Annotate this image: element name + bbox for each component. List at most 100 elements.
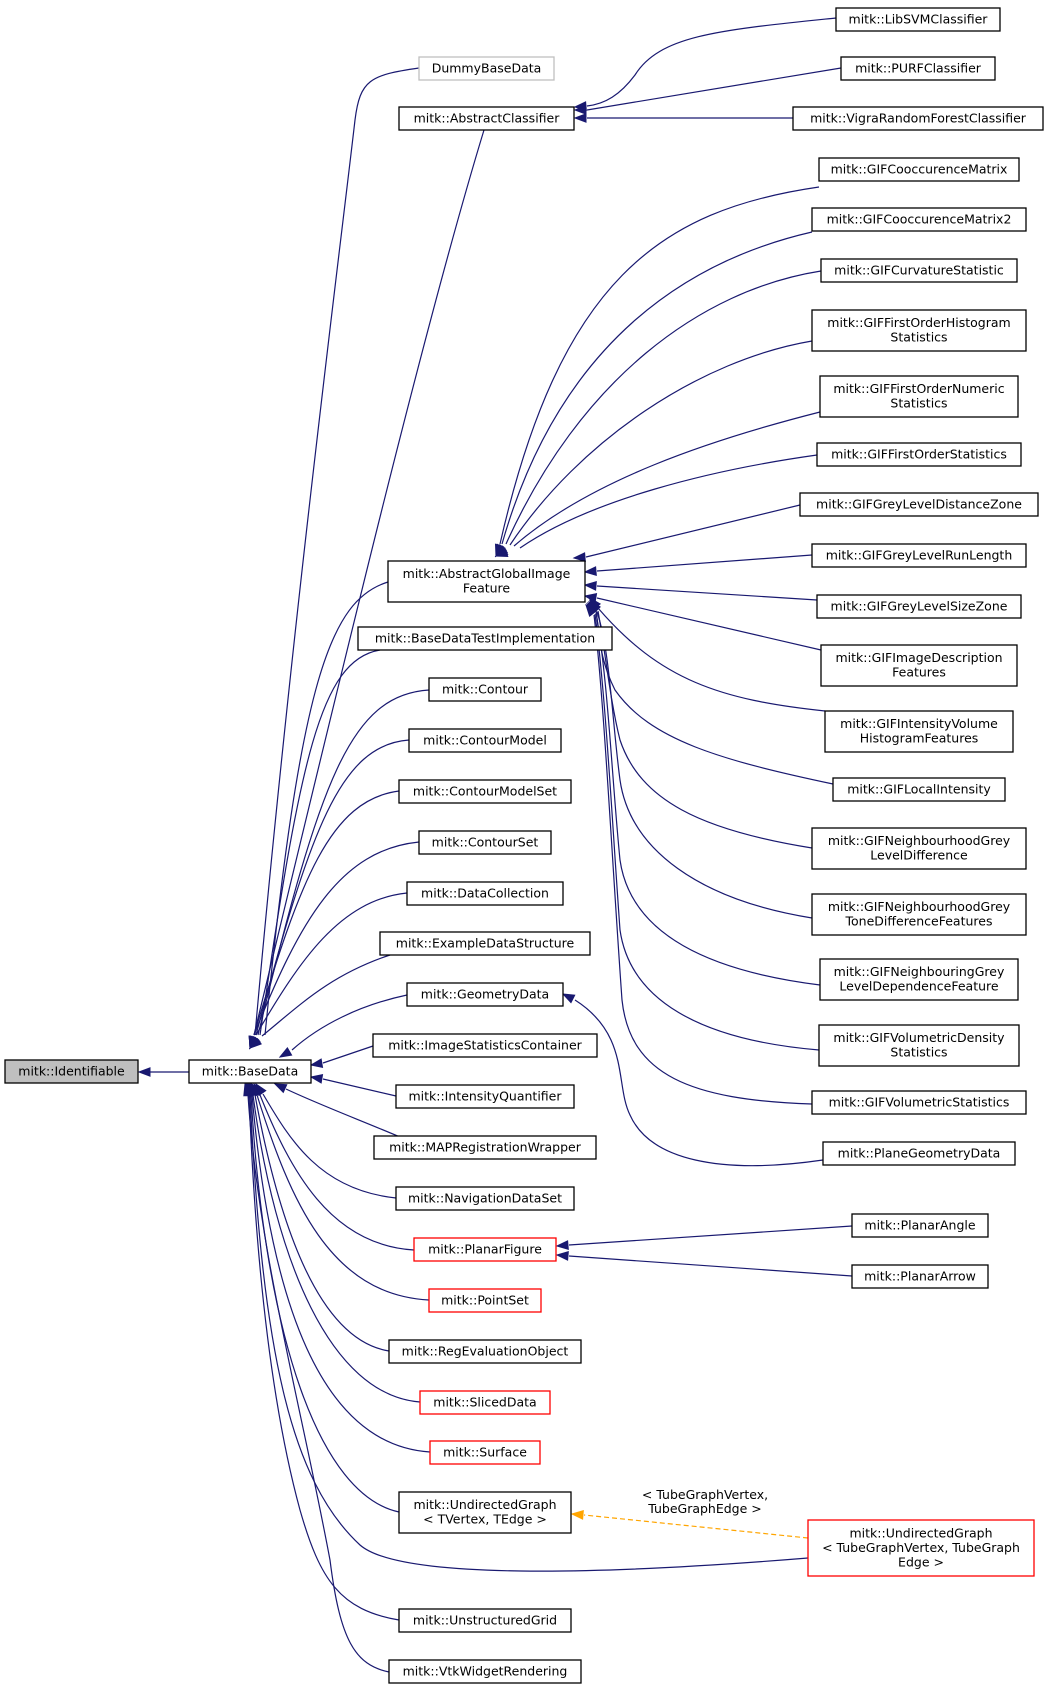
node-gif_cooc2[interactable]: mitk::GIFCooccurenceMatrix2 (811, 207, 1027, 232)
node-label: mitk::PlanarArrow (864, 1268, 976, 1283)
node-surface[interactable]: mitk::Surface (429, 1440, 541, 1465)
node-box (792, 106, 1044, 131)
node-planarangle[interactable]: mitk::PlanarAngle (851, 1213, 989, 1238)
node-unstructgrid[interactable]: mitk::UnstructuredGrid (398, 1608, 572, 1633)
edge-gif_cooc2-to-agif (495, 231, 813, 558)
node-pointset[interactable]: mitk::PointSet (428, 1288, 542, 1313)
node-mapreg[interactable]: mitk::MAPRegistrationWrapper (373, 1135, 597, 1160)
edge-line (251, 1094, 431, 1453)
node-gif_volstat[interactable]: mitk::GIFVolumetricStatistics (811, 1090, 1027, 1115)
node-label: < TubeGraphVertex, TubeGraph (822, 1540, 1020, 1555)
nodes: mitk::Identifiable mitk::BaseData DummyBas… (4, 7, 1044, 1684)
node-vtkwidget[interactable]: mitk::VtkWidgetRendering (388, 1659, 582, 1684)
node-label: mitk::GIFVolumetricDensity (833, 1030, 1005, 1045)
node-label: mitk::UndirectedGraph (850, 1525, 993, 1540)
node-box (357, 626, 613, 651)
node-identifiable[interactable]: mitk::Identifiable (4, 1059, 139, 1084)
node-undirgraph_tube[interactable]: mitk::UndirectedGraph< TubeGraphVertex, … (807, 1519, 1035, 1577)
edge-line (574, 999, 824, 1167)
edge-line (264, 581, 389, 1036)
node-undirgraph[interactable]: mitk::UndirectedGraph< TVertex, TEdge > (398, 1491, 572, 1534)
node-abstractclassifier[interactable]: mitk::AbstractClassifier (398, 106, 575, 131)
node-gif_gldz[interactable]: mitk::GIFGreyLevelDistanceZone (799, 492, 1039, 517)
node-box (388, 1339, 582, 1364)
edge-line (256, 1094, 430, 1301)
node-box (428, 1288, 542, 1313)
node-box (418, 830, 552, 855)
arrowhead (494, 547, 509, 558)
node-label: mitk::GIFGreyLevelSizeZone (831, 598, 1008, 613)
node-label: mitk::BaseData (202, 1063, 299, 1078)
node-basedata[interactable]: mitk::BaseData (188, 1059, 312, 1084)
node-contourmodel[interactable]: mitk::ContourModel (408, 728, 562, 753)
node-box (429, 1440, 541, 1465)
node-gif_cooc[interactable]: mitk::GIFCooccurenceMatrix (818, 157, 1020, 182)
node-datacollection[interactable]: mitk::DataCollection (406, 881, 564, 906)
node-label: mitk::GIFGreyLevelRunLength (826, 547, 1013, 562)
node-label: mitk::PlanarFigure (428, 1241, 542, 1256)
node-gif_ngtd[interactable]: mitk::GIFNeighbourhoodGreyToneDifference… (811, 893, 1027, 936)
node-contourmodelset[interactable]: mitk::ContourModelSet (398, 779, 572, 804)
node-intensityquant[interactable]: mitk::IntensityQuantifier (395, 1084, 575, 1109)
node-gif_glsz[interactable]: mitk::GIFGreyLevelSizeZone (816, 594, 1022, 619)
node-gif_curv[interactable]: mitk::GIFCurvatureStatistic (820, 258, 1018, 283)
edge-gif_glrl-to-agif (583, 554, 813, 576)
edge-gif_imgdesc-to-agif (583, 593, 822, 651)
edge-gif_curv-to-agif (495, 270, 822, 558)
node-box (406, 881, 564, 906)
edge-line (596, 597, 822, 651)
node-box (840, 56, 996, 81)
node-imagestats[interactable]: mitk::ImageStatisticsContainer (372, 1033, 598, 1058)
edge-line (259, 649, 381, 1036)
node-label: mitk::RegEvaluationObject (402, 1343, 569, 1358)
edge-line (595, 612, 821, 986)
arrowhead (278, 1046, 293, 1058)
edge-line (322, 1078, 397, 1097)
node-gif_ivh[interactable]: mitk::GIFIntensityVolumeHistogramFeature… (824, 710, 1014, 753)
node-label: mitk::AbstractGlobalImage (403, 566, 571, 581)
node-box (379, 931, 591, 956)
node-gif_glrl[interactable]: mitk::GIFGreyLevelRunLength (811, 543, 1027, 568)
node-label: mitk::PointSet (441, 1292, 529, 1307)
node-gif_locint[interactable]: mitk::GIFLocalIntensity (832, 777, 1006, 802)
edge-line (501, 231, 813, 545)
node-contour[interactable]: mitk::Contour (428, 677, 542, 702)
node-box (819, 958, 1019, 1001)
edge-planarfigure-to-basedata (253, 1082, 415, 1251)
node-box (851, 1264, 989, 1289)
edge-libsvm-to-abstractclassifier (573, 17, 837, 111)
node-planegeometrydata[interactable]: mitk::PlaneGeometryData (822, 1141, 1016, 1166)
node-vigra[interactable]: mitk::VigraRandomForestClassifier (792, 106, 1044, 131)
node-planararrow[interactable]: mitk::PlanarArrow (851, 1264, 989, 1289)
node-regeval[interactable]: mitk::RegEvaluationObject (388, 1339, 582, 1364)
node-gif_ngldf[interactable]: mitk::GIFNeighbouringGreyLevelDependence… (819, 958, 1019, 1001)
node-geometrydata[interactable]: mitk::GeometryData (406, 982, 564, 1007)
node-sliceddata[interactable]: mitk::SlicedData (419, 1390, 551, 1415)
node-contourset[interactable]: mitk::ContourSet (418, 830, 552, 855)
node-label: LevelDifference (870, 848, 968, 863)
edge-gif_voldens-to-agif (586, 602, 820, 1051)
node-purf[interactable]: mitk::PURFClassifier (840, 56, 996, 81)
node-exampledata[interactable]: mitk::ExampleDataStructure (379, 931, 591, 956)
node-label: Statistics (890, 1045, 947, 1060)
node-planarfigure[interactable]: mitk::PlanarFigure (413, 1237, 557, 1262)
node-navdataset[interactable]: mitk::NavigationDataSet (395, 1186, 575, 1211)
node-dummybasedata[interactable]: DummyBaseData (418, 56, 555, 81)
arrowhead (572, 552, 586, 562)
node-label: mitk::ContourModel (423, 732, 547, 747)
node-gif_ngld[interactable]: mitk::GIFNeighbourhoodGreyLevelDifferenc… (811, 827, 1027, 870)
node-basedatatest[interactable]: mitk::BaseDataTestImplementation (357, 626, 613, 651)
edge-planararrow-to-planarfigure (555, 1251, 853, 1277)
node-libsvm[interactable]: mitk::LibSVMClassifier (835, 7, 1001, 32)
node-label: mitk::UndirectedGraph (414, 1497, 557, 1512)
node-gif_fostat[interactable]: mitk::GIFFirstOrderStatistics (816, 442, 1022, 467)
edge-line (596, 585, 818, 601)
edge-line (509, 340, 813, 546)
edge-line (261, 954, 391, 1037)
